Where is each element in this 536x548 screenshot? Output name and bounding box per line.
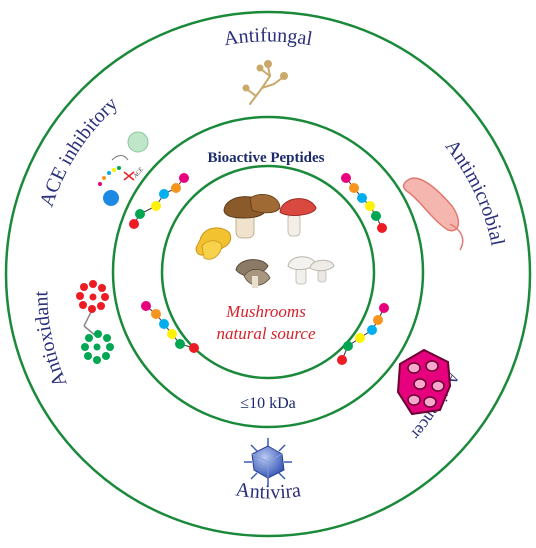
amino-acid-bead — [189, 343, 199, 353]
amino-acid-bead — [337, 355, 347, 365]
fungus-icon — [242, 60, 288, 105]
amino-acid-bead — [141, 301, 151, 311]
peptide-chain-icon — [129, 173, 189, 229]
amino-acid-bead — [377, 223, 387, 233]
amino-acid-bead — [373, 315, 383, 325]
label-molecular-weight: ≤10 kDa — [240, 395, 295, 412]
virus-icon — [244, 438, 292, 486]
amino-acid-bead — [171, 183, 181, 193]
amino-acid-bead — [367, 325, 377, 335]
peptide-chain-icon — [337, 303, 389, 365]
amino-acid-bead — [159, 189, 169, 199]
label-antiviral: Antiviral — [0, 0, 302, 503]
peptide-chain-icon — [341, 173, 387, 233]
amino-acid-bead — [343, 341, 353, 351]
peptide-chain-icon — [141, 301, 199, 353]
amino-acid-bead — [379, 303, 389, 313]
center-label-line1: Mushrooms — [225, 302, 306, 321]
amino-acid-bead — [167, 329, 177, 339]
label-antioxidant: Antioxidant — [30, 290, 71, 390]
mushrooms-icon — [195, 194, 335, 288]
amino-acid-bead — [357, 193, 367, 203]
ace-enzyme-icon: ACE — [98, 131, 149, 206]
middle-ring — [111, 115, 425, 429]
amino-acid-bead — [135, 209, 145, 219]
amino-acid-bead — [151, 309, 161, 319]
center-label-line2: natural source — [216, 324, 315, 343]
outer-ring — [4, 10, 532, 538]
amino-acid-bead — [355, 333, 365, 343]
amino-acid-bead — [159, 319, 169, 329]
bacterium-icon — [402, 177, 464, 251]
amino-acid-bead — [341, 173, 351, 183]
label-antifungal: Antifungal — [222, 24, 314, 50]
ace-small-label: ACE — [132, 166, 145, 180]
inner-ring — [160, 164, 376, 380]
amino-acid-bead — [175, 339, 185, 349]
amino-acid-bead — [179, 173, 189, 183]
amino-acid-bead — [371, 211, 381, 221]
amino-acid-bead — [365, 201, 375, 211]
amino-acid-bead — [151, 201, 161, 211]
cancer-cells-icon — [396, 348, 452, 416]
amino-acid-bead — [349, 183, 359, 193]
amino-acid-bead — [129, 219, 139, 229]
label-bioactive-peptides: Bioactive Peptides — [207, 150, 324, 166]
antioxidant-molecule-icon — [76, 280, 114, 364]
